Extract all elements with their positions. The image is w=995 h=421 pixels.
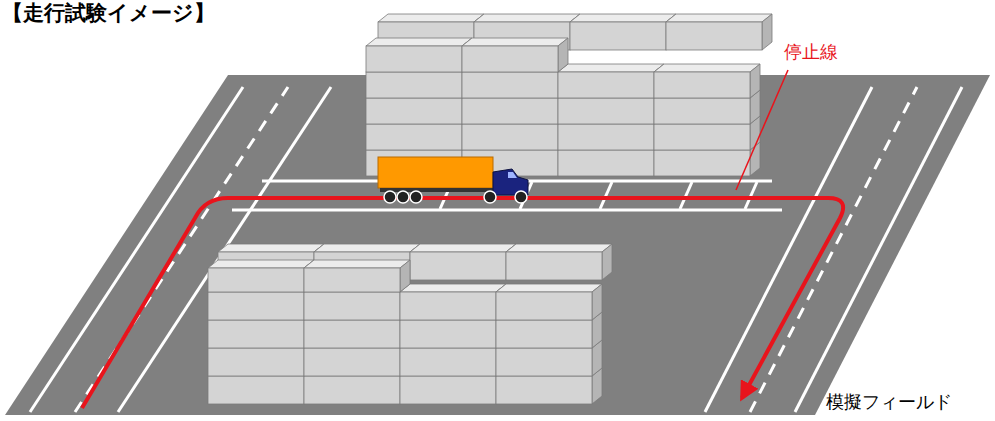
box-side: [592, 284, 602, 320]
box-front: [654, 72, 750, 98]
box-front: [410, 252, 506, 280]
box-front: [558, 72, 654, 98]
box-front: [496, 376, 592, 404]
box-front: [462, 46, 558, 72]
box-top: [506, 244, 612, 252]
box-front: [506, 252, 602, 280]
box-top: [314, 244, 420, 252]
lane-line: [118, 87, 331, 412]
stop-line: [745, 182, 757, 209]
box-front: [366, 46, 462, 72]
container-box: [366, 38, 472, 72]
box-front: [304, 320, 400, 348]
route-path: [82, 198, 843, 408]
container-box: [400, 284, 506, 320]
box-front: [208, 320, 304, 348]
box-top: [654, 64, 760, 72]
box-front: [400, 292, 496, 320]
box-front: [570, 22, 666, 50]
box-front: [654, 150, 750, 176]
box-top: [570, 14, 676, 22]
lane-line: [795, 87, 962, 412]
wheel: [397, 191, 409, 203]
box-top: [304, 260, 410, 268]
box-front: [654, 98, 750, 124]
box-front: [208, 348, 304, 376]
box-front: [304, 348, 400, 376]
lane-lines: [30, 87, 962, 412]
stop-line-label: 停止線: [784, 42, 838, 64]
truck: [378, 157, 528, 203]
box-top: [366, 38, 472, 46]
box-front: [304, 376, 400, 404]
box-front: [558, 150, 654, 176]
box-front: [666, 22, 762, 50]
box-side: [602, 244, 612, 280]
box-front: [496, 348, 592, 376]
lane-dashed-line: [750, 87, 917, 412]
box-top: [400, 284, 506, 292]
box-front: [462, 98, 558, 124]
box-front: [208, 376, 304, 404]
container-box: [496, 284, 602, 320]
container-box: [506, 244, 612, 280]
diagram-title: 【走行試験イメージ】: [2, 0, 215, 25]
wheel: [484, 191, 496, 203]
box-front: [462, 124, 558, 150]
container-box: [666, 14, 772, 50]
box-front: [366, 72, 462, 98]
box-side: [762, 14, 772, 50]
box-top: [558, 64, 664, 72]
container-box: [654, 64, 760, 98]
container-box: [304, 260, 410, 292]
box-top: [462, 38, 568, 46]
box-front: [400, 348, 496, 376]
box-front: [558, 124, 654, 150]
box-front: [558, 98, 654, 124]
box-side: [750, 64, 760, 98]
box-front: [400, 320, 496, 348]
box-top: [666, 14, 772, 22]
box-top: [410, 244, 516, 252]
box-front: [208, 292, 304, 320]
box-side: [400, 260, 410, 292]
box-front: [400, 376, 496, 404]
container-box: [462, 38, 568, 72]
box-front: [366, 124, 462, 150]
box-top: [496, 284, 602, 292]
container-box: [570, 14, 676, 50]
trailer: [378, 157, 493, 188]
box-top: [474, 14, 580, 22]
box-front: [366, 98, 462, 124]
box-front: [462, 72, 558, 98]
road-line: [232, 209, 782, 212]
stop-line: [680, 182, 692, 209]
wheel: [384, 191, 396, 203]
container-stacks: [208, 14, 772, 404]
field-ground: [5, 75, 990, 415]
cab-window: [508, 172, 517, 178]
stop-line: [600, 182, 612, 209]
container-box: [208, 260, 314, 292]
box-front: [208, 268, 304, 292]
container-box: [410, 244, 516, 280]
box-front: [496, 320, 592, 348]
box-front: [654, 124, 750, 150]
container-box: [558, 64, 664, 98]
box-top: [378, 14, 484, 22]
wheel: [410, 191, 422, 203]
box-front: [304, 268, 400, 292]
box-top: [208, 260, 314, 268]
box-side: [558, 38, 568, 72]
wheel: [515, 191, 527, 203]
leader-line: [736, 70, 788, 190]
box-front: [496, 292, 592, 320]
box-front: [304, 292, 400, 320]
box-top: [218, 244, 324, 252]
field-label: 模擬フィールド: [826, 392, 952, 414]
